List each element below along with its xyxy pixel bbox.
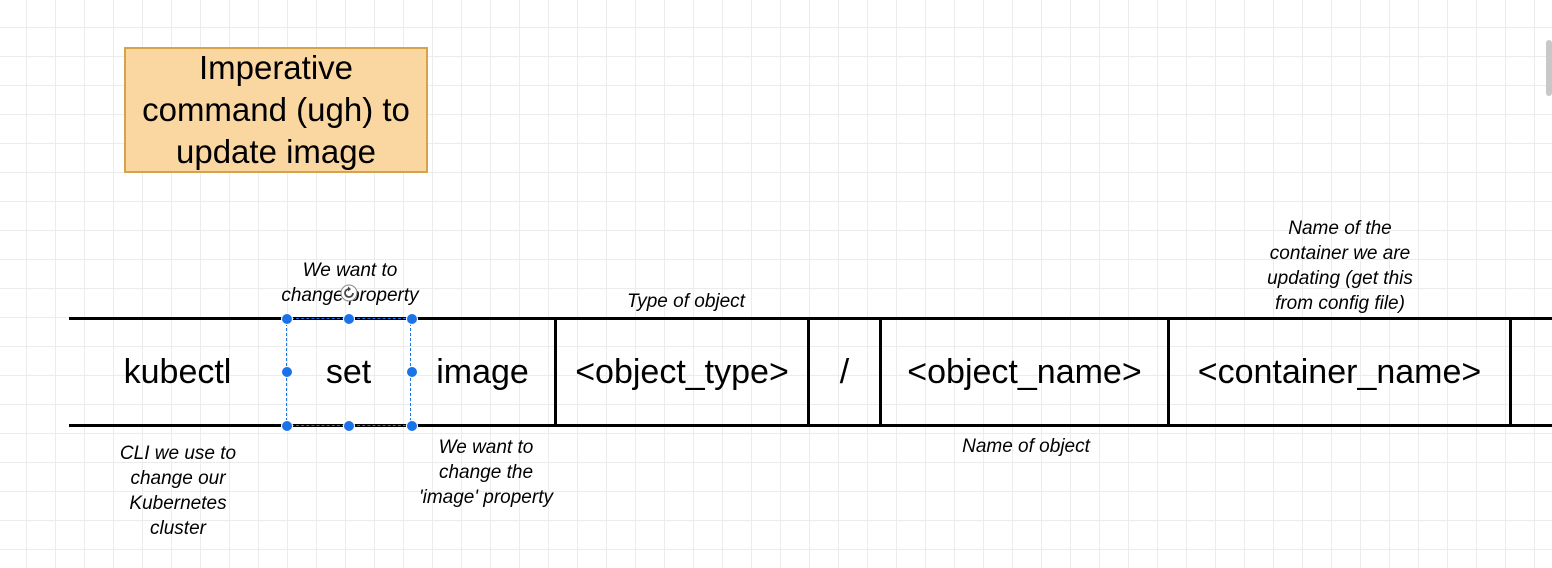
annotation-object-type[interactable]: Type of object (627, 291, 745, 312)
rotate-icon[interactable] (340, 284, 358, 302)
resize-handle-ne[interactable] (406, 313, 418, 325)
vertical-scrollbar[interactable] (1546, 40, 1552, 96)
cell-kubectl[interactable]: kubectl (123, 352, 232, 391)
cell-trailing[interactable] (1509, 320, 1552, 424)
cell-object-type[interactable]: <object_type> (554, 320, 807, 424)
annotation-object-name[interactable]: Name of object (962, 436, 1090, 457)
cell-image[interactable]: image (436, 352, 529, 391)
annotation-image[interactable]: We want to change the 'image' property (419, 437, 553, 508)
annotation-kubectl[interactable]: CLI we use to change our Kubernetes clus… (119, 443, 237, 539)
resize-handle-s[interactable] (343, 420, 355, 432)
resize-handle-w[interactable] (281, 366, 293, 378)
title-box[interactable]: Imperative command (ugh) to update image (124, 47, 428, 173)
cell-set[interactable]: set (325, 352, 372, 391)
resize-handle-nw[interactable] (281, 313, 293, 325)
selection-outline (286, 318, 411, 426)
cell-object-name[interactable]: <object_name> (879, 320, 1167, 424)
resize-handle-n[interactable] (343, 313, 355, 325)
resize-handle-sw[interactable] (281, 420, 293, 432)
cell-slash[interactable]: / (807, 320, 879, 424)
command-row[interactable]: kubectl set image <object_type> / <objec… (69, 317, 1552, 427)
annotation-container-name[interactable]: Name of the container we are updating (g… (1267, 218, 1413, 314)
resize-handle-e[interactable] (406, 366, 418, 378)
resize-handle-se[interactable] (406, 420, 418, 432)
cell-container-name[interactable]: <container_name> (1167, 320, 1509, 424)
annotation-set[interactable]: We want to change property (281, 260, 419, 306)
